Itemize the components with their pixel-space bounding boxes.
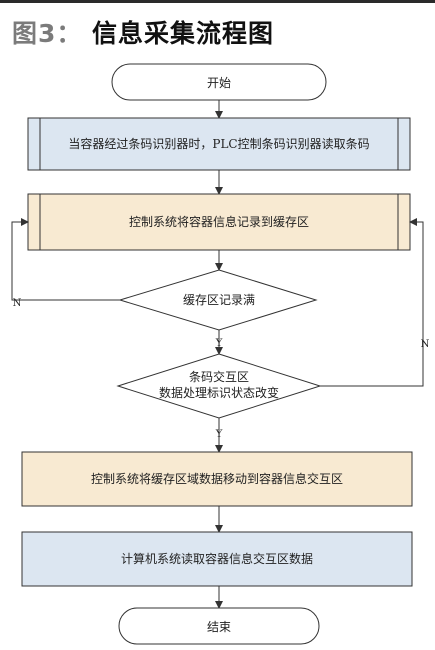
step2-label: 控制系统将容器信息记录到缓存区	[129, 214, 309, 229]
arrow-decision1-no-loop	[11, 218, 120, 301]
decision1-no-label: N	[13, 298, 22, 309]
figure-title-bar: 图3： 信息采集流程图	[0, 0, 435, 50]
step4-label: 计算机系统读取容器信息交互区数据	[121, 551, 313, 566]
figure-title: 信息采集流程图	[92, 19, 275, 48]
decision2-label-line2: 数据处理标识状态改变	[159, 385, 279, 400]
title-top-rule	[0, 0, 435, 3]
decision1-label: 缓存区记录满	[183, 293, 255, 307]
arrow-decision2-no-loop	[320, 218, 424, 387]
start-label: 开始	[207, 76, 231, 90]
decision2-label-line1: 条码交互区	[189, 369, 249, 384]
step1-label: 当容器经过条码识别器时，PLC控制条码识别器读取条码	[68, 136, 369, 151]
decision2-yes-label: Y	[215, 429, 223, 440]
step4-box	[21, 531, 413, 587]
decision2-no-label: N	[421, 339, 430, 350]
step3-label: 控制系统将缓存区域数据移动到容器信息交互区	[91, 471, 343, 486]
step2-box	[27, 193, 411, 251]
step3-box	[21, 451, 413, 507]
end-label: 结束	[207, 620, 231, 634]
decision1-yes-label: Y	[215, 338, 223, 349]
end-terminal	[118, 607, 320, 645]
figure-label: 图3：	[12, 19, 83, 48]
